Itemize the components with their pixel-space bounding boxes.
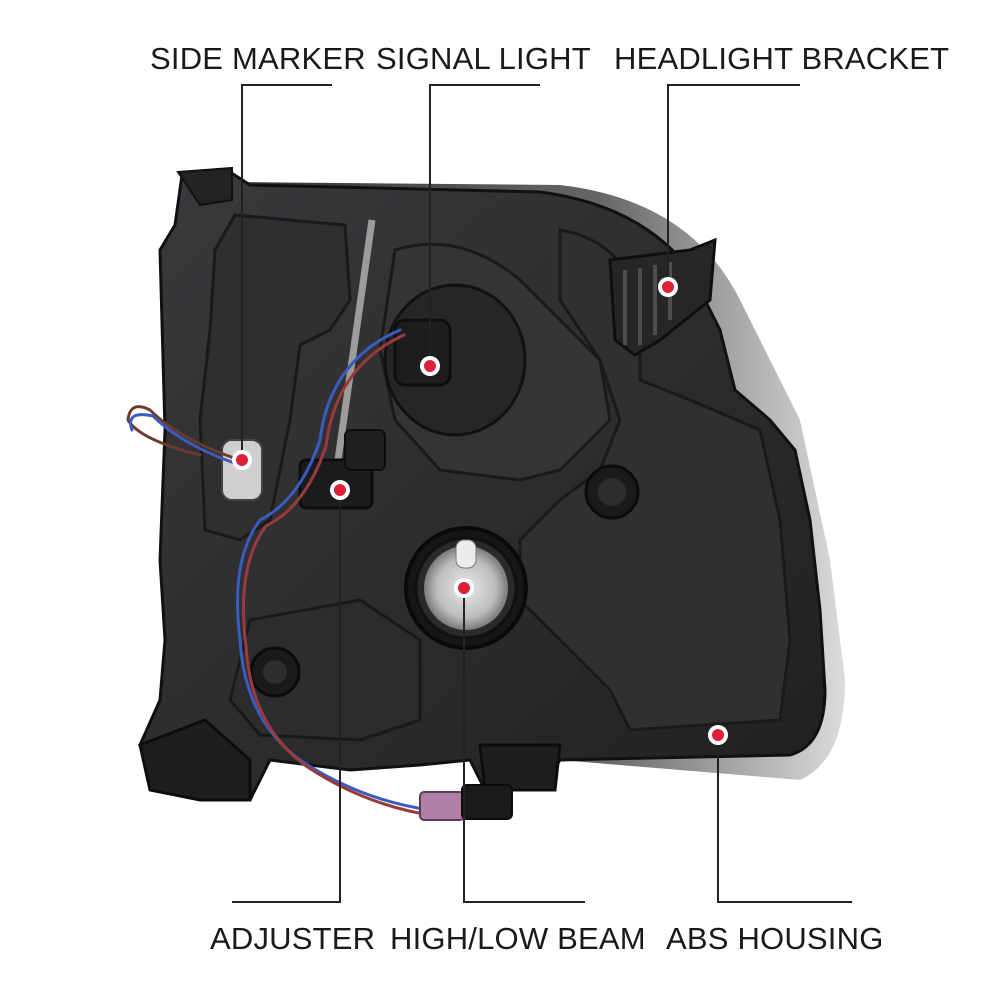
leader-adjuster	[232, 490, 341, 903]
label-headlight-bracket: HEADLIGHT BRACKET	[614, 41, 950, 76]
inner-panel-right	[518, 228, 792, 732]
label-abs-housing: ABS HOUSING	[666, 921, 884, 956]
wire-connector	[419, 784, 513, 821]
inner-panel-bottom	[228, 598, 422, 742]
label-high-low-beam: HIGH/LOW BEAM	[390, 921, 646, 956]
leader-side-marker	[241, 84, 332, 460]
leader-abs-housing	[717, 735, 852, 903]
mount-tab-bottom-center	[478, 743, 562, 792]
wiring-harness	[126, 328, 438, 818]
label-signal-light: SIGNAL LIGHT	[376, 41, 591, 76]
leader-high-low-beam	[463, 588, 585, 903]
aux-socket-right	[584, 464, 640, 520]
leader-headlight-bracket	[667, 84, 800, 287]
marker-dots	[232, 277, 728, 745]
label-adjuster: ADJUSTER	[210, 921, 376, 956]
label-side-marker: SIDE MARKER	[150, 41, 366, 76]
mount-tab-top	[176, 166, 233, 207]
leader-lines	[232, 84, 852, 903]
mount-tab-bottom-left	[138, 718, 252, 802]
aux-socket-left	[249, 646, 301, 698]
leader-signal-light	[429, 84, 540, 366]
signal-light-socket	[383, 283, 527, 437]
